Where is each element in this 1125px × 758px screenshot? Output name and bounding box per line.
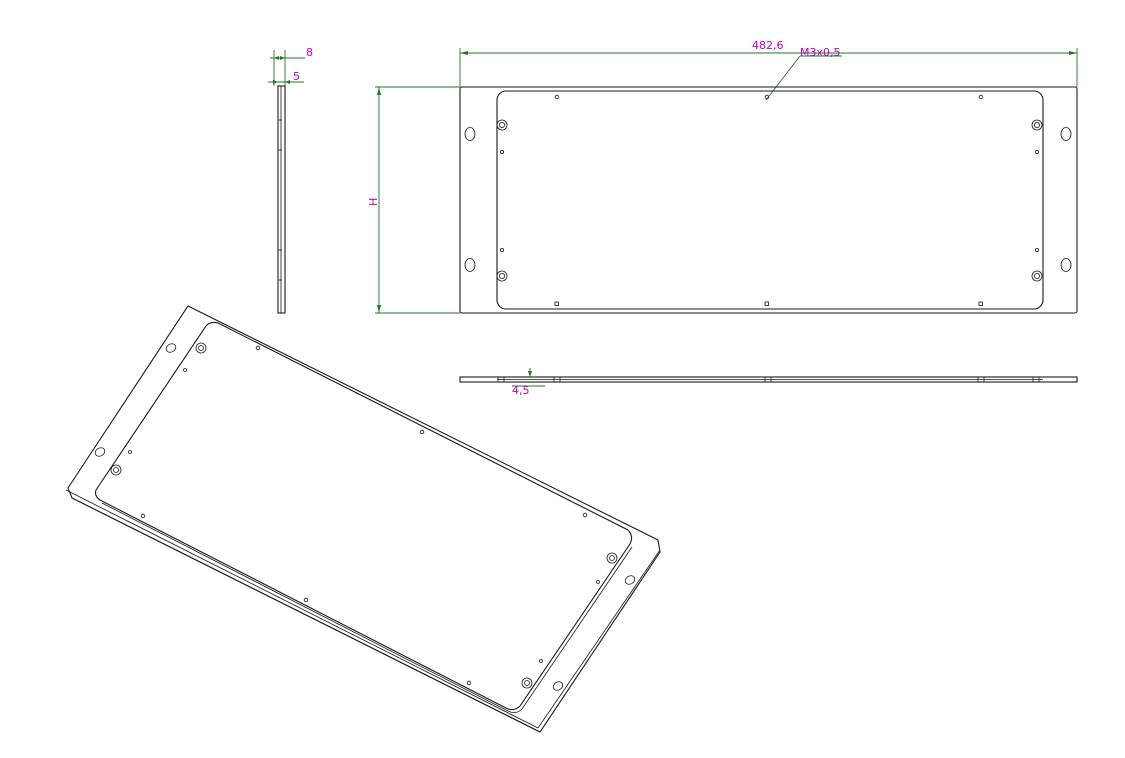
bottom-view-features: [497, 376, 1040, 383]
dim-overall-width: [459, 48, 1078, 87]
rack-mounting-slots: [464, 127, 1072, 272]
iso-plate-outline: [67, 305, 661, 733]
side-view-plate: [277, 85, 286, 314]
bottom-view: 4,5: [459, 368, 1078, 397]
iso-screw-holes: [128, 345, 600, 686]
iso-plate-edge: [65, 489, 661, 729]
screw-leader: [765, 55, 842, 101]
dim-bottom-offset: [512, 368, 545, 387]
dim-side-total: [270, 50, 305, 86]
dim-height: [375, 86, 460, 314]
front-panel-inner-outline: [496, 90, 1044, 310]
front-view: 482,6 M3x0,5 H: [367, 39, 1078, 314]
side-view: 8 5: [268, 46, 313, 314]
iso-plate-bottom-edge: [71, 497, 541, 733]
side-view-ticks: [278, 119, 282, 281]
dim-overall-width-label: 482,6: [752, 39, 784, 52]
iso-standoffs: [110, 342, 618, 689]
standoffs: [496, 119, 1043, 282]
screw-holes: [499, 94, 1040, 306]
dim-height-label: H: [367, 198, 380, 206]
iso-inner-outline: [94, 321, 633, 711]
dim-side-total-label: 8: [306, 46, 313, 59]
dim-side-plate-label: 5: [293, 70, 300, 83]
screw-callout-label: M3x0,5: [800, 46, 841, 59]
isometric-view: [65, 305, 661, 733]
iso-inner-step: [101, 502, 633, 713]
front-panel-outline: [459, 86, 1078, 314]
dim-side-plate: [268, 80, 304, 84]
iso-mounting-slots: [94, 343, 636, 691]
dim-bottom-offset-label: 4,5: [512, 384, 530, 397]
